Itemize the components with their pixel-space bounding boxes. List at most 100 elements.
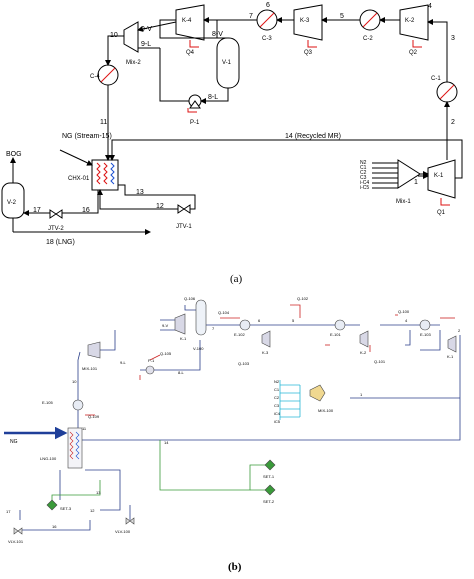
b-label-k1b: K-1: [447, 354, 454, 359]
compressor-k1b-icon: [447, 335, 457, 353]
exchanger-lng100-icon: [67, 427, 83, 469]
valve-vlv100-icon: [125, 517, 135, 525]
b-label-q105: Q-105: [160, 351, 172, 356]
set1-icon: [264, 459, 276, 471]
b-label-s1: 1: [360, 392, 363, 397]
b-mr-c1: C1: [274, 387, 280, 392]
mr-input-n2: N2: [360, 160, 367, 166]
b-label-lng100: LNG-100: [40, 456, 57, 461]
valve-jtv2: [49, 209, 63, 219]
separator-v100-icon: [195, 299, 207, 336]
compressor-k2-icon: [359, 330, 369, 348]
b-label-s17: 17: [6, 509, 11, 514]
heat-exchanger-chx01: [91, 159, 119, 191]
b-label-mix101: MIX-101: [82, 366, 98, 371]
stream-9l: 9-L: [141, 41, 151, 48]
b-mr-ic5: iC5: [274, 419, 281, 424]
mr-feed-lines: [372, 162, 398, 189]
mr-input-c3: C3: [360, 175, 367, 181]
mixer-mix101-icon: [87, 341, 101, 359]
stream-16: 16: [82, 207, 90, 214]
panel-a: [1, 4, 463, 235]
stream-6: 6: [266, 2, 270, 9]
b-label-s7: 7: [212, 326, 215, 331]
stream-4: 4: [428, 3, 432, 10]
b-mr-ic4: iC4: [274, 411, 281, 416]
stream-14: 14 (Recycled MR): [285, 133, 341, 140]
stream-15-ng: NG (Stream-15): [62, 133, 112, 140]
b-label-e103: E-103: [420, 332, 431, 337]
cooler-e103-icon: [419, 319, 431, 331]
panel-a-labels: K-1 K-2 K-3 K-4 C-1 C-2 C-3 C-4 V-1 V-2 …: [6, 2, 455, 246]
compressor-k3-icon: [261, 330, 271, 348]
b-label-q101: Q-101: [374, 359, 386, 364]
b-label-e102: E-102: [234, 332, 245, 337]
label-q3: Q3: [304, 50, 313, 56]
label-mix2: Mix-2: [126, 60, 141, 66]
stream-7: 7: [249, 13, 253, 20]
label-q1: Q1: [437, 210, 446, 216]
compressor-k2: [399, 4, 429, 41]
b-label-ng: NG: [10, 439, 18, 445]
mr-input-ic4: i-C4: [360, 180, 369, 186]
label-c1: C-1: [431, 76, 441, 82]
label-c3: C-3: [262, 36, 272, 42]
stream-11: 11: [100, 119, 107, 126]
mr-input-ic5: i-C5: [360, 185, 369, 191]
panel-b: [4, 304, 461, 531]
valve-vlv101-icon: [13, 527, 23, 535]
stream-2: 2: [451, 119, 455, 126]
label-mix1: Mix-1: [396, 199, 411, 205]
label-k4: K-4: [182, 18, 192, 24]
b-label-q104: Q-104: [218, 310, 230, 315]
b-label-q100: Q-100: [398, 309, 410, 314]
label-c4: C-4: [90, 74, 100, 80]
b-label-s6: 6: [258, 318, 261, 323]
b-label-8l: 8-L: [178, 370, 185, 375]
cooler-e101-icon: [334, 319, 346, 331]
b-label-s13: 13: [96, 490, 101, 495]
b-label-v100: V-100: [193, 346, 204, 351]
caption-b: (b): [228, 561, 242, 573]
stream-8v: 8-V: [212, 31, 223, 38]
stream-5: 5: [340, 13, 344, 20]
label-k1: K-1: [434, 173, 444, 179]
b-label-set2: SET-2: [263, 499, 275, 504]
b-label-vlv101: VLV-101: [8, 539, 24, 544]
b-label-8v: 9-V: [162, 323, 169, 328]
b-label-set1: SET-1: [263, 474, 275, 479]
cooler-e105-icon: [72, 399, 84, 411]
b-label-9l: 9-L: [120, 360, 127, 365]
set3-icon: [46, 499, 58, 511]
pump-p1-icon: [145, 365, 155, 375]
panel-b-equipment: [13, 299, 457, 535]
cooler-c3: [256, 9, 278, 31]
b-label-s2: 2: [458, 328, 461, 333]
stream-9v: 9-V: [141, 26, 152, 33]
cooler-c2: [359, 9, 381, 31]
energy-streams-a: [187, 40, 450, 206]
label-p1: P-1: [190, 120, 200, 126]
cooler-c4: [97, 64, 119, 86]
label-c2: C-2: [363, 36, 373, 42]
valve-jtv1: [177, 204, 191, 214]
b-label-s10: 10: [72, 379, 77, 384]
b-label-p1: P-1: [148, 358, 155, 363]
label-jtv2: JTV-2: [48, 226, 64, 232]
stream-3: 3: [451, 35, 455, 42]
b-label-k2: K-2: [360, 350, 367, 355]
label-v2: V-2: [7, 200, 17, 206]
stream-17: 17: [33, 207, 41, 214]
b-label-s5: 5: [292, 318, 295, 323]
b-label-set3: SET-3: [60, 506, 72, 511]
label-k3: K-3: [300, 18, 310, 24]
b-label-q109: Q-109: [88, 414, 100, 419]
b-label-e105: E-105: [42, 400, 53, 405]
label-k2: K-2: [405, 18, 415, 24]
cooler-c1: [436, 81, 458, 103]
stream-bog: BOG: [6, 151, 22, 158]
b-label-q103: Q-103: [238, 361, 250, 366]
stream-13: 13: [136, 189, 144, 196]
label-jtv1: JTV-1: [176, 224, 192, 230]
